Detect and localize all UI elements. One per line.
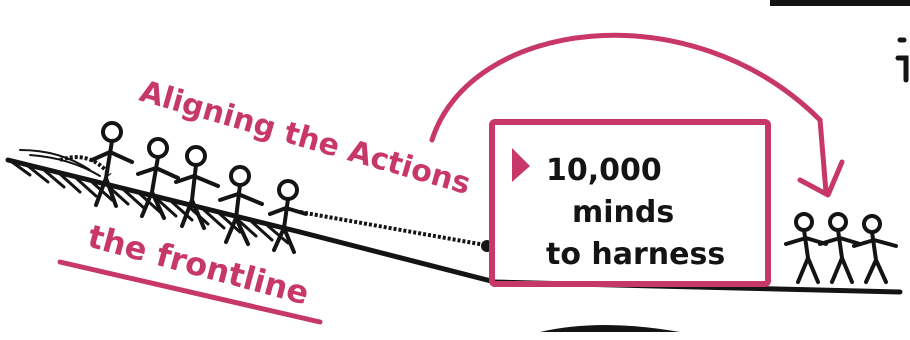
bottom-smudge — [540, 325, 680, 332]
frontline-label: the frontline — [84, 217, 313, 312]
aligning-label: Aligning the Actions — [136, 74, 475, 202]
box-pointer-icon — [512, 148, 530, 182]
box-line-1: 10,000 — [546, 153, 662, 188]
curved-arrow-head — [800, 162, 842, 195]
curved-arrow-shaft-end — [820, 120, 826, 192]
top-right-bar — [770, 0, 910, 6]
right-edge-fragment — [898, 40, 906, 80]
box-line-2: minds — [572, 195, 674, 230]
tug-team-right — [786, 214, 896, 282]
box-line-3: to harness — [546, 237, 725, 272]
